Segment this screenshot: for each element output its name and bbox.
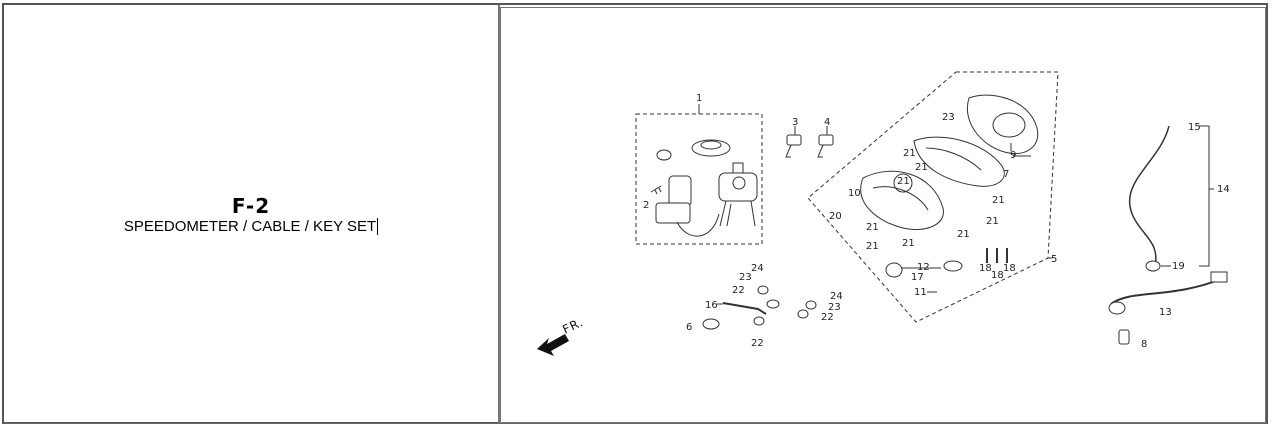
callout-6: 6 <box>686 322 692 333</box>
callout-20: 20 <box>829 211 842 222</box>
callout-19: 19 <box>1172 261 1185 272</box>
socket-part <box>885 262 903 278</box>
callout-21c: 21 <box>897 176 910 187</box>
callout-23c: 23 <box>942 112 955 123</box>
callout-13: 13 <box>1159 307 1172 318</box>
callout-5: 5 <box>1051 254 1057 265</box>
callout-7: 7 <box>1003 169 1009 180</box>
callout-3: 3 <box>792 117 798 128</box>
callout-21b: 21 <box>915 162 928 173</box>
callout-15: 15 <box>1188 122 1201 133</box>
meter-case-part <box>860 170 944 231</box>
callout-22c: 22 <box>821 312 834 323</box>
callout-21i: 21 <box>957 229 970 240</box>
screw-parts <box>986 248 1008 263</box>
bottom-rule <box>4 423 1266 424</box>
speedometer-group-box <box>807 71 1059 323</box>
callout-21e: 21 <box>866 241 879 252</box>
callout-22b: 22 <box>732 285 745 296</box>
title-panel: F-2 SPEEDOMETER / CABLE / KEY SET <box>4 5 500 423</box>
callout-18: 18 <box>979 263 992 274</box>
speedometer-cable-part <box>1128 125 1170 269</box>
callout-22a: 22 <box>751 338 764 349</box>
section-title: SPEEDOMETER / CABLE / KEY SET <box>123 218 379 235</box>
callout-11: 11 <box>914 287 927 298</box>
callout-21f: 21 <box>902 238 915 249</box>
key-parts <box>785 134 834 158</box>
callout-2: 2 <box>643 200 649 211</box>
callout-12: 12 <box>917 262 930 273</box>
front-direction-arrow <box>537 334 569 356</box>
callout-24b: 24 <box>830 291 843 302</box>
bulb-part <box>943 260 963 272</box>
callout-21a: 21 <box>903 148 916 159</box>
front-direction-label: FR. <box>560 315 586 337</box>
meter-cover-part <box>967 94 1039 155</box>
callout-10: 10 <box>848 188 861 199</box>
callout-1: 1 <box>696 93 702 104</box>
diagram-panel: FR. 1 2 3 4 5 6 7 8 9 10 11 12 13 14 15 … <box>500 7 1266 423</box>
callout-18b: 18 <box>991 270 1004 281</box>
callout-18c: 18 <box>1003 263 1016 274</box>
meter-body-part <box>913 136 1005 187</box>
wire-harness-part <box>1110 278 1222 305</box>
callout-9: 9 <box>1010 150 1016 161</box>
title-block: F-2 SPEEDOMETER / CABLE / KEY SET <box>4 195 498 237</box>
callout-21h: 21 <box>986 216 999 227</box>
callout-24a: 24 <box>751 263 764 274</box>
bulb-8-part <box>1118 329 1130 345</box>
callout-8: 8 <box>1141 339 1147 350</box>
callout-21g: 21 <box>992 195 1005 206</box>
callout-21d: 21 <box>866 222 879 233</box>
grommet-part <box>702 318 720 330</box>
callout-14: 14 <box>1217 184 1230 195</box>
callout-23b: 23 <box>828 302 841 313</box>
callout-4: 4 <box>824 117 830 128</box>
ignition-switch-part <box>650 139 758 237</box>
section-code: F-2 <box>231 194 271 218</box>
bracket-part <box>722 302 767 315</box>
exploded-parts-diagram: FR. 1 2 3 4 5 6 7 8 9 10 11 12 13 14 15 … <box>537 71 1230 356</box>
callout-16: 16 <box>705 300 718 311</box>
callout-23a: 23 <box>739 272 752 283</box>
callout-17: 17 <box>911 272 924 283</box>
